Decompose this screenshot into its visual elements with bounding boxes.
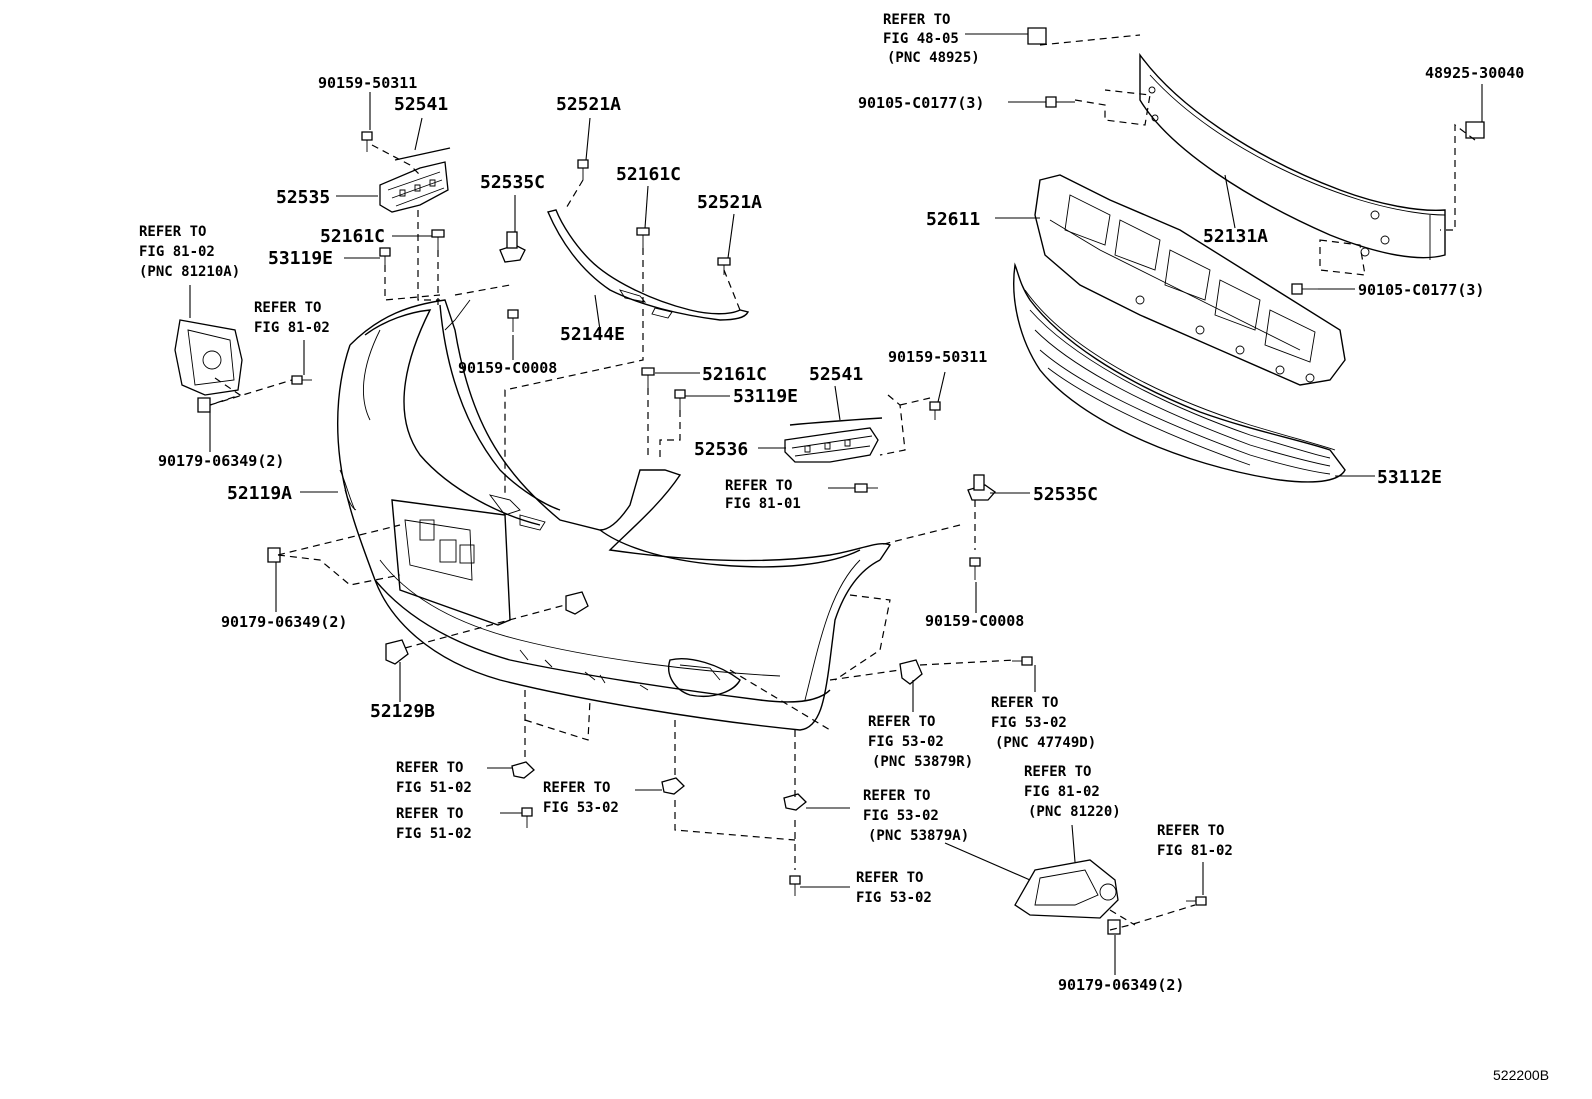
grille-53112e-drawing <box>1013 262 1346 483</box>
ref-51-02-a-l2: FIG 51-02 <box>396 780 472 796</box>
callout-labels: 90159-50311 52541 52535 52161C 53119E RE… <box>139 12 1549 1083</box>
bumper-cover-drawing <box>337 299 892 731</box>
ref-53-02-b-l1: REFER TO <box>856 870 923 886</box>
ref-51-02-b-l1: REFER TO <box>396 806 463 822</box>
label-52144e: 52144E <box>560 324 625 345</box>
retainer-52535-drawing <box>379 147 451 213</box>
ref-48-05-l1: REFER TO <box>883 12 950 28</box>
label-52161c-a: 52161C <box>320 226 385 247</box>
ref-81-02-pnc81210a-l3: (PNC 81210A) <box>139 264 240 280</box>
label-90179-06349-b: 90179-06349(2) <box>221 613 347 631</box>
ref-53-02-b-l2: FIG 53-02 <box>856 890 932 906</box>
label-52131a: 52131A <box>1203 226 1268 247</box>
grille-molding-drawing <box>547 209 750 321</box>
ref-53-02-pnc47749d-l2: FIG 53-02 <box>991 715 1067 731</box>
ref-53-02-pnc47749d-l1: REFER TO <box>991 695 1058 711</box>
absorber-52611-drawing <box>1034 174 1346 386</box>
ref-48-05-l3: (PNC 48925) <box>887 50 980 66</box>
ref-81-02-b-l1: REFER TO <box>1157 823 1224 839</box>
ref-81-02-pnc81210a-l1: REFER TO <box>139 224 206 240</box>
label-52521a-b: 52521A <box>697 192 762 213</box>
label-52521a-a: 52521A <box>556 94 621 115</box>
label-90105-c0177-b: 90105-C0177(3) <box>1358 281 1484 299</box>
label-90179-06349-a: 90179-06349(2) <box>158 452 284 470</box>
ref-53-02-a-l2: FIG 53-02 <box>543 800 619 816</box>
label-90105-c0177-a: 90105-C0177(3) <box>858 94 984 112</box>
label-52536: 52536 <box>694 439 748 460</box>
label-52535c-b: 52535C <box>1033 484 1098 505</box>
ref-81-02-b-l2: FIG 81-02 <box>1157 843 1233 859</box>
fog-lamp-left-drawing <box>174 319 243 396</box>
label-52535c-a: 52535C <box>480 172 545 193</box>
ref-81-02-pnc81220-l3: (PNC 81220) <box>1028 804 1121 820</box>
ref-53-02-pnc53879a-l1: REFER TO <box>863 788 930 804</box>
ref-81-02-a-l2: FIG 81-02 <box>254 320 330 336</box>
leader-lines <box>189 33 1483 975</box>
ref-53-02-pnc53879r-l1: REFER TO <box>868 714 935 730</box>
label-53119e-a: 53119E <box>268 248 333 269</box>
reinforcement-52131a-drawing <box>1139 52 1446 260</box>
label-90159-50311-b: 90159-50311 <box>888 348 987 366</box>
label-52611: 52611 <box>926 209 980 230</box>
label-48925-30040: 48925-30040 <box>1425 64 1524 82</box>
retainer-52536-drawing <box>784 417 883 463</box>
bracket-52535c-b-drawing <box>967 474 996 501</box>
label-90179-06349-c: 90179-06349(2) <box>1058 976 1184 994</box>
bracket-52535c-a-drawing <box>499 231 526 263</box>
label-52541-b: 52541 <box>809 364 863 385</box>
label-52535: 52535 <box>276 187 330 208</box>
fog-lamp-right-drawing <box>1014 859 1119 919</box>
ref-81-02-a-l1: REFER TO <box>254 300 321 316</box>
ref-53-02-a-l1: REFER TO <box>543 780 610 796</box>
label-52541-a: 52541 <box>394 94 448 115</box>
ref-53-02-pnc53879r-l3: (PNC 53879R) <box>872 754 973 770</box>
label-52119a: 52119A <box>227 483 292 504</box>
label-53119e-b: 53119E <box>733 386 798 407</box>
ref-53-02-pnc47749d-l3: (PNC 47749D) <box>995 735 1096 751</box>
label-52161c-c: 52161C <box>702 364 767 385</box>
label-90159-50311-a: 90159-50311 <box>318 74 417 92</box>
ref-81-01-l2: FIG 81-01 <box>725 496 801 512</box>
label-90159-c0008-a: 90159-C0008 <box>458 359 557 377</box>
ref-51-02-b-l2: FIG 51-02 <box>396 826 472 842</box>
ref-48-05-l2: FIG 48-05 <box>883 31 959 47</box>
tow-cover-drawing <box>385 591 589 665</box>
connection-lines <box>209 34 1476 931</box>
ref-81-02-pnc81220-l1: REFER TO <box>1024 764 1091 780</box>
label-90159-c0008-b: 90159-C0008 <box>925 612 1024 630</box>
label-52129b: 52129B <box>370 701 435 722</box>
ref-81-02-pnc81220-l2: FIG 81-02 <box>1024 784 1100 800</box>
figure-code: 522200B <box>1493 1067 1549 1083</box>
ref-51-02-a-l1: REFER TO <box>396 760 463 776</box>
ref-81-01-l1: REFER TO <box>725 478 792 494</box>
label-52161c-b: 52161C <box>616 164 681 185</box>
ref-53-02-pnc53879r-l2: FIG 53-02 <box>868 734 944 750</box>
ref-53-02-pnc53879a-l3: (PNC 53879A) <box>868 828 969 844</box>
label-53112e: 53112E <box>1377 467 1442 488</box>
ref-53-02-pnc53879a-l2: FIG 53-02 <box>863 808 939 824</box>
ref-81-02-pnc81210a-l2: FIG 81-02 <box>139 244 215 260</box>
